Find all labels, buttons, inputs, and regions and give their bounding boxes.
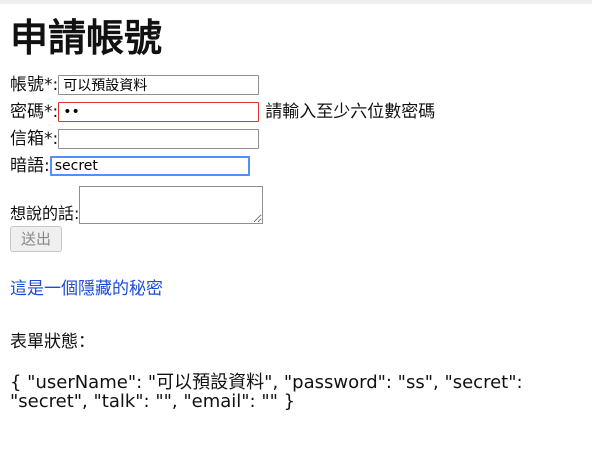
form-status-json: { "userName": "可以預設資料", "password": "ss"…: [10, 371, 523, 412]
talk-row: 想說的話:: [10, 185, 582, 224]
email-row: 信箱*:: [10, 126, 582, 153]
password-error-hint: 請輸入至少六位數密碼: [265, 102, 436, 123]
top-strip: [0, 0, 592, 4]
email-label: 信箱*:: [10, 129, 59, 150]
username-row: 帳號*:: [10, 72, 582, 99]
secret-label: 暗語:: [10, 156, 50, 177]
password-input[interactable]: [58, 102, 260, 123]
talk-textarea[interactable]: [79, 185, 264, 224]
password-row: 密碼*: 請輸入至少六位數密碼: [10, 99, 582, 126]
email-input[interactable]: [58, 129, 260, 150]
hidden-secret-text: 這是一個隱藏的秘密: [10, 278, 163, 299]
page-title: 申請帳號: [10, 16, 163, 60]
password-label: 密碼*:: [10, 102, 59, 123]
signup-page: 申請帳號 帳號*: 密碼*: 請輸入至少六位數密碼 信箱*: 暗語: 想說的話:…: [10, 16, 582, 412]
submit-button[interactable]: 送出: [10, 225, 62, 252]
form-status-label: 表單狀態：: [10, 331, 95, 352]
secret-input[interactable]: [49, 156, 250, 177]
secret-row: 暗語:: [10, 153, 582, 180]
talk-label: 想說的話:: [10, 203, 80, 223]
username-input[interactable]: [58, 75, 260, 96]
username-label: 帳號*:: [10, 75, 59, 96]
